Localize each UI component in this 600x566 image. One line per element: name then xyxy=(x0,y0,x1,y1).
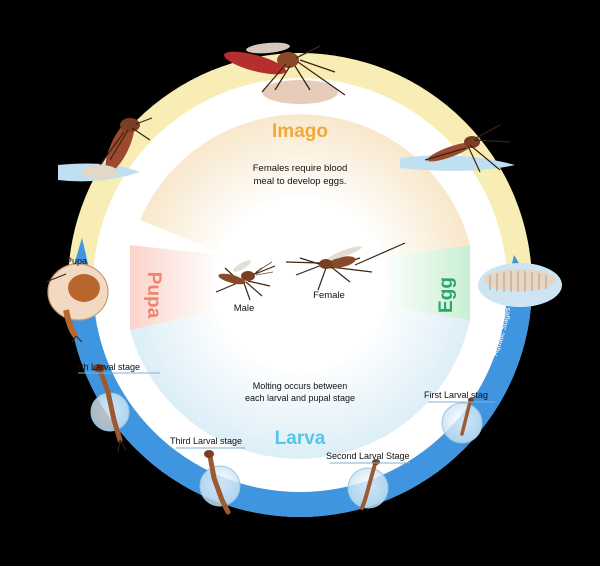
male-label: Male xyxy=(234,303,255,314)
stage-label-pupa: Pupa xyxy=(143,272,164,319)
center-circle xyxy=(212,197,388,373)
emerging-mosquito-right-illustration xyxy=(400,124,515,173)
larva-note-line2: each larval and pupal stage xyxy=(245,393,355,403)
pupa-illustration xyxy=(45,263,109,343)
pupa-sector xyxy=(130,245,220,330)
aquatic-band xyxy=(68,285,532,517)
female-label: Female xyxy=(313,290,345,301)
feeding-mosquito-illustration xyxy=(224,42,346,104)
stage-label-imago: Imago xyxy=(272,121,328,142)
callout-second-larval: Second Larval Stage xyxy=(326,451,410,461)
imago-note-line1: Females require blood xyxy=(253,163,348,174)
callout-fourth-larval: rth Larval stage xyxy=(78,362,140,372)
third-larva-illustration xyxy=(199,450,241,515)
larva-note-line1: Molting occurs between xyxy=(253,381,348,391)
second-larva-illustration xyxy=(347,459,389,510)
callout-third-larval: Third Larval stage xyxy=(170,436,242,446)
female-mosquito-illustration xyxy=(285,242,406,291)
callout-first-larval: First Larval stag xyxy=(424,390,488,400)
imago-note-line2: meal to develop eggs. xyxy=(254,176,347,187)
fourth-larva-illustration xyxy=(90,364,130,453)
egg-raft-illustration xyxy=(478,263,562,307)
stage-label-egg: Egg xyxy=(436,277,457,313)
callout-pupa: Pupa xyxy=(66,256,87,266)
male-mosquito-illustration xyxy=(215,260,276,301)
egg-sector xyxy=(380,245,470,320)
emerging-mosquito-left-illustration xyxy=(58,117,153,182)
first-larva-illustration xyxy=(441,397,483,444)
stage-label-larva: Larva xyxy=(275,428,326,449)
